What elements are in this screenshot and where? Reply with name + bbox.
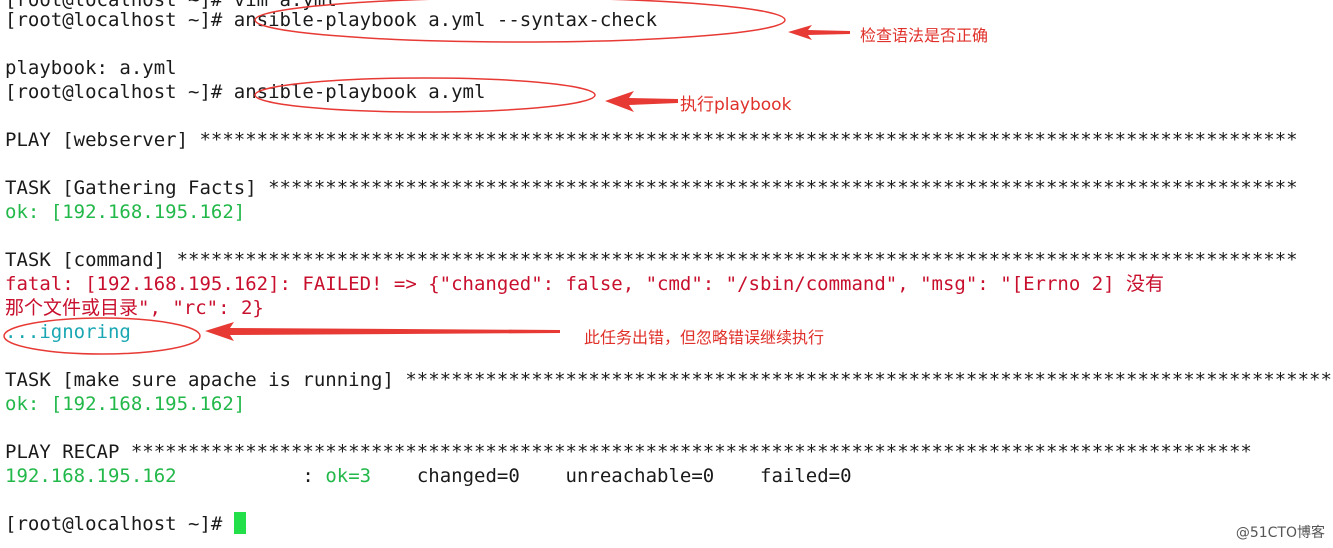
play-recap-header: PLAY RECAP *****************************… [5,441,1252,463]
task-command: TASK [command] *************************… [5,249,1298,271]
ignoring-status: ...ignoring [5,321,131,343]
recap-counts: changed=0 unreachable=0 failed=0 [371,465,852,487]
terminal-line-current-prompt[interactable]: [root@localhost ~]# [5,512,246,536]
task-result-ok: ok: [192.168.195.162] [5,393,246,415]
annotation-ignore-error: 此任务出错，但忽略错误继续执行 [584,328,825,347]
recap-ok-count: ok=3 [325,465,372,487]
recap-separator: : [176,465,326,487]
play-header: PLAY [webserver] ***********************… [5,129,1298,151]
recap-host: 192.168.195.162 [5,465,177,487]
shell-prompt: [root@localhost ~]# [5,81,234,103]
annotation-run-playbook: 执行playbook [680,95,792,115]
terminal-line-run-playbook: [root@localhost ~]# ansible-playbook a.y… [5,80,485,104]
play-recap-row: 192.168.195.162 : ok=3 changed=0 unreach… [5,464,852,488]
task-make-sure-apache: TASK [make sure apache is running] *****… [5,369,1333,391]
shell-prompt: [root@localhost ~]# [5,9,234,31]
terminal-line-syntax-check: [root@localhost ~]# ansible-playbook a.y… [5,8,657,32]
terminal-cursor [233,512,246,534]
annotation-syntax-check: 检查语法是否正确 [860,26,989,45]
fatal-error-line: fatal: [192.168.195.162]: FAILED! => {"c… [5,273,1165,295]
terminal-line-playbook: playbook: a.yml [5,57,177,79]
site-watermark: @51CTO博客 [1235,525,1325,541]
task-result-ok: ok: [192.168.195.162] [5,201,246,223]
fatal-error-line-continued: 那个文件或目录", "rc": 2} [5,297,264,319]
syntax-check-command: ansible-playbook a.yml --syntax-check [233,9,658,31]
run-playbook-command: ansible-playbook a.yml [233,81,486,103]
task-gathering-facts: TASK [Gathering Facts] *****************… [5,177,1298,199]
shell-prompt: [root@localhost ~]# [5,513,234,535]
